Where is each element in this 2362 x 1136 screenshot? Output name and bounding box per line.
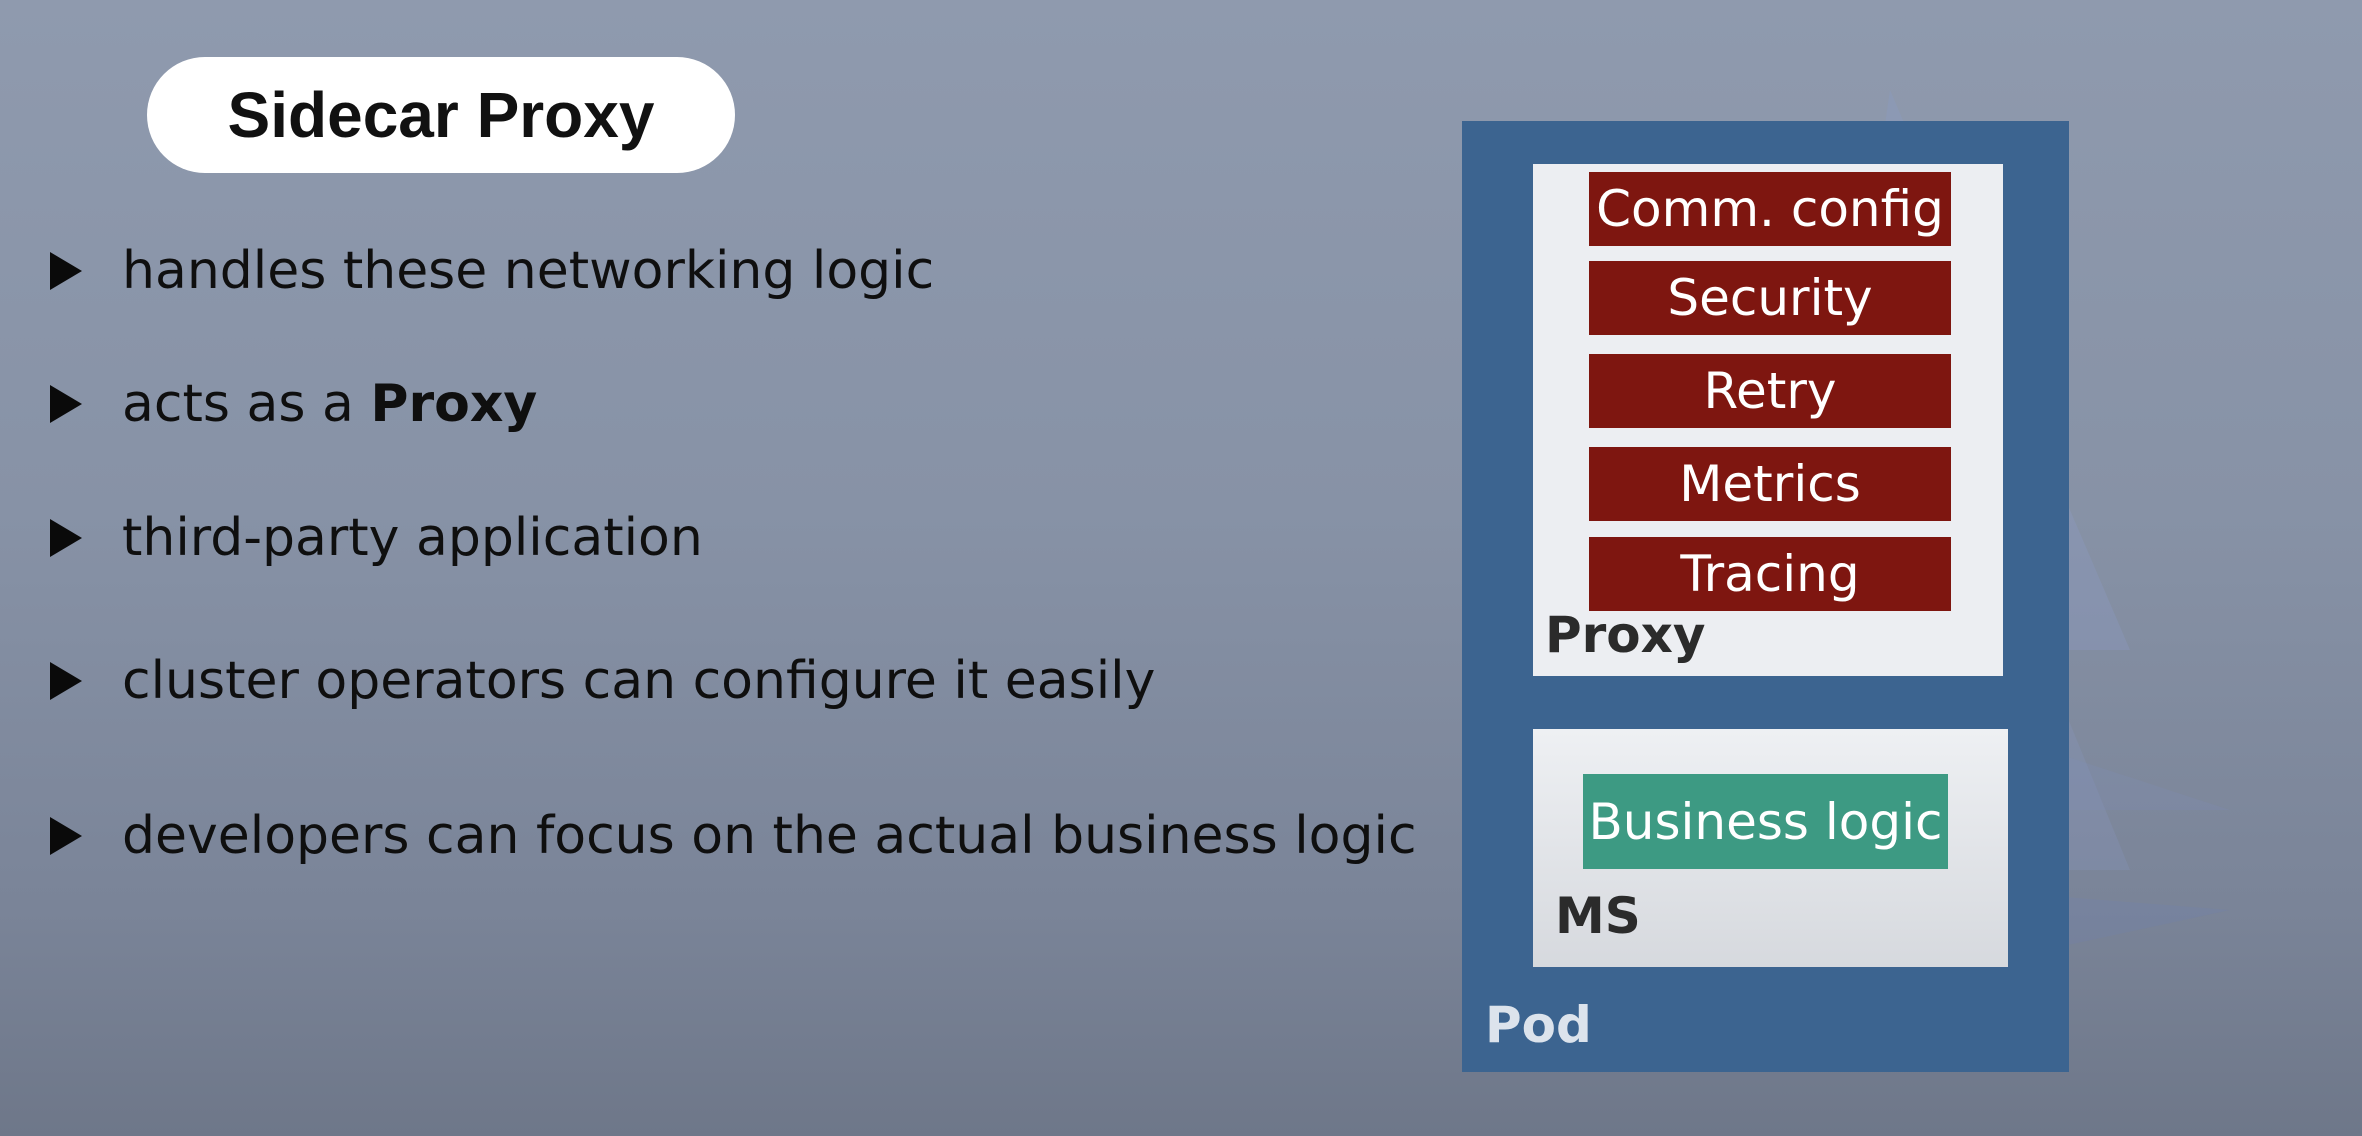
- bullet-text: third-party application: [122, 508, 703, 568]
- bullet-item: third-party application: [50, 498, 703, 578]
- feature-metrics: Metrics: [1589, 447, 1951, 521]
- bullet-arrow-icon: [50, 385, 82, 423]
- feature-tracing: Tracing: [1589, 537, 1951, 611]
- bullet-text: handles these networking logic: [122, 241, 935, 301]
- pod-label: Pod: [1485, 996, 1592, 1054]
- bullet-text: developers can focus on the actual busin…: [122, 806, 1417, 866]
- title-pill: Sidecar Proxy: [147, 57, 735, 173]
- bullet-arrow-icon: [50, 252, 82, 290]
- feature-comm-config: Comm. config: [1589, 172, 1951, 246]
- bullet-item: cluster operators can configure it easil…: [50, 641, 1155, 721]
- bullet-item: developers can focus on the actual busin…: [50, 796, 1417, 876]
- bullet-item: handles these networking logic: [50, 231, 934, 311]
- bullet-strong-text: Proxy: [370, 374, 538, 434]
- feature-security: Security: [1589, 261, 1951, 335]
- page-title: Sidecar Proxy: [227, 79, 655, 151]
- proxy-box: Comm. config Security Retry Metrics Trac…: [1533, 164, 2003, 676]
- bullet-item: acts as a Proxy: [50, 364, 537, 444]
- business-logic-box: Business logic: [1583, 774, 1948, 869]
- feature-retry: Retry: [1589, 354, 1951, 428]
- bullet-text: cluster operators can configure it easil…: [122, 651, 1156, 711]
- bullet-arrow-icon: [50, 519, 82, 557]
- proxy-label: Proxy: [1545, 606, 1706, 664]
- ms-label: MS: [1555, 887, 1641, 945]
- bullet-arrow-icon: [50, 817, 82, 855]
- ms-box: Business logic MS: [1533, 729, 2008, 967]
- bullet-arrow-icon: [50, 662, 82, 700]
- pod-box: Comm. config Security Retry Metrics Trac…: [1462, 121, 2069, 1072]
- bullet-text: acts as a Proxy: [122, 374, 538, 434]
